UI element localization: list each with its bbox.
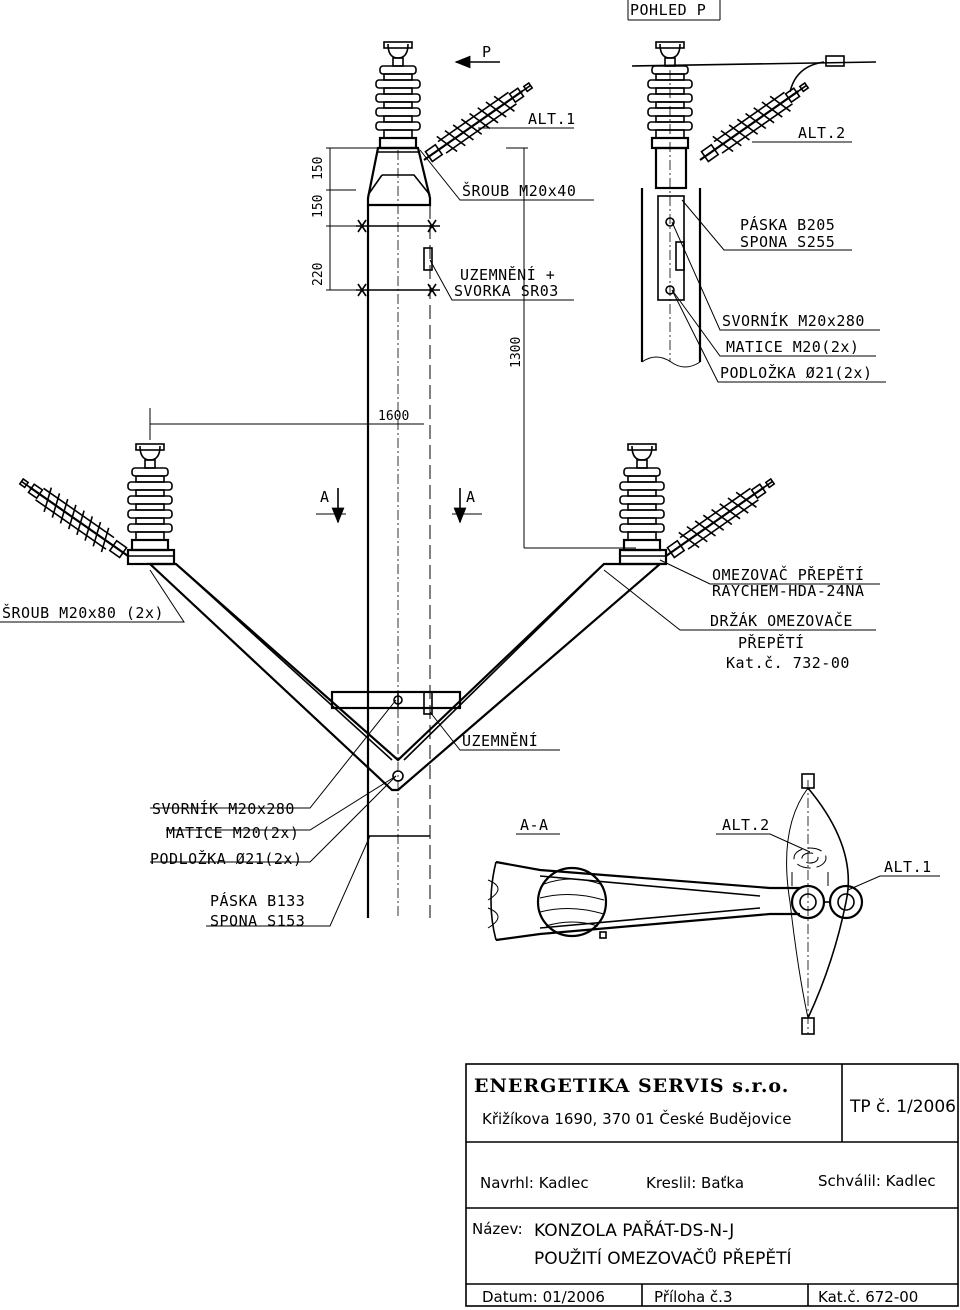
paska-b133-label: PÁSKA B133: [210, 891, 305, 910]
top-left-view: P ALT.1 ŠROUB M20x40 UZEMNĚNÍ + SVORKA S…: [149, 40, 636, 918]
nazev-line-2: POUŽITÍ OMEZOVAČŮ PŘEPĚTÍ: [534, 1247, 792, 1269]
alt2-label: ALT.2: [798, 124, 846, 142]
company-address: Křižíkova 1690, 370 01 České Budějovice: [482, 1109, 791, 1128]
datum: Datum: 01/2006: [482, 1288, 605, 1306]
omezovac-label-2: RAYCHEM-HDA-24NA: [712, 582, 865, 600]
schvalil: Schválil: Kadlec: [818, 1172, 936, 1190]
kreslil: Kreslil: Baťka: [646, 1174, 744, 1192]
arrow-p-label: P: [482, 43, 492, 61]
bracket-view: A A ŠROUB M20x80 (2x) OMEZOVAČ PŘEPĚTÍ R…: [0, 442, 880, 930]
alt2-section-label: ALT.2: [722, 816, 770, 834]
nazev-label: Název:: [472, 1220, 523, 1238]
drzak-label-2: PŘEPĚTÍ: [738, 633, 805, 652]
matice-top-label: MATICE M20(2x): [726, 338, 859, 356]
tp-number: TP č. 1/2006: [849, 1097, 956, 1117]
section-a-right: A: [466, 488, 476, 506]
drzak-label-3: Kat.č. 732-00: [726, 654, 850, 672]
dim-1600: 1600: [378, 409, 409, 424]
matice-bottom-label: MATICE M20(2x): [166, 824, 299, 842]
sroub-m20x40-label: ŠROUB M20x40: [462, 181, 576, 200]
podlozka-top-label: PODLOŽKA Ø21(2x): [720, 363, 873, 382]
spona-s153-label: SPONA S153: [210, 912, 305, 930]
drzak-label-1: DRŽÁK OMEZOVAČE: [710, 611, 853, 630]
title-block: ENERGETIKA SERVIS s.r.o. Křižíkova 1690,…: [465, 1063, 959, 1307]
company-name: ENERGETIKA SERVIS s.r.o.: [474, 1075, 789, 1097]
navrhl: Navrhl: Kadlec: [480, 1174, 589, 1192]
sroub-m20x80-label: ŠROUB M20x80 (2x): [2, 603, 164, 622]
uzemneni-label: UZEMNĚNÍ: [462, 731, 538, 750]
paska-b205-label: PÁSKA B205: [740, 215, 835, 234]
katalog-cislo: Kat.č. 672-00: [818, 1288, 918, 1306]
section-aa-label: A-A: [520, 816, 549, 834]
spona-s255-label: SPONA S255: [740, 233, 835, 251]
svornik-top-label: SVORNÍK M20x280: [722, 311, 865, 330]
view-p-title: POHLED P: [630, 1, 706, 19]
omezovac-label-1: OMEZOVAČ PŘEPĚTÍ: [712, 565, 865, 584]
dim-150a: 150: [311, 195, 326, 218]
dim-1300: 1300: [509, 337, 524, 368]
priloha: Příloha č.3: [654, 1288, 733, 1306]
uzemneni-svorka-label-2: SVORKA SR03: [454, 282, 559, 300]
section-a-left: A: [320, 488, 330, 506]
dim-150b: 150: [311, 157, 326, 180]
nazev-line-1: KONZOLA PAŘÁT-DS-N-J: [534, 1219, 734, 1241]
alt1-label: ALT.1: [528, 110, 576, 128]
podlozka-bottom-label: PODLOŽKA Ø21(2x): [150, 849, 303, 868]
dim-220: 220: [311, 263, 326, 286]
svornik-bottom-label: SVORNÍK M20x280: [152, 799, 295, 818]
view-p: POHLED P ALT.2 PÁSKA B205 SPONA S255 SVO…: [627, 0, 886, 383]
uzemneni-svorka-label-1: UZEMNĚNÍ +: [460, 265, 555, 284]
alt1-section-label: ALT.1: [884, 858, 932, 876]
section-aa: A-A ALT.2 ALT.1: [487, 773, 940, 1035]
